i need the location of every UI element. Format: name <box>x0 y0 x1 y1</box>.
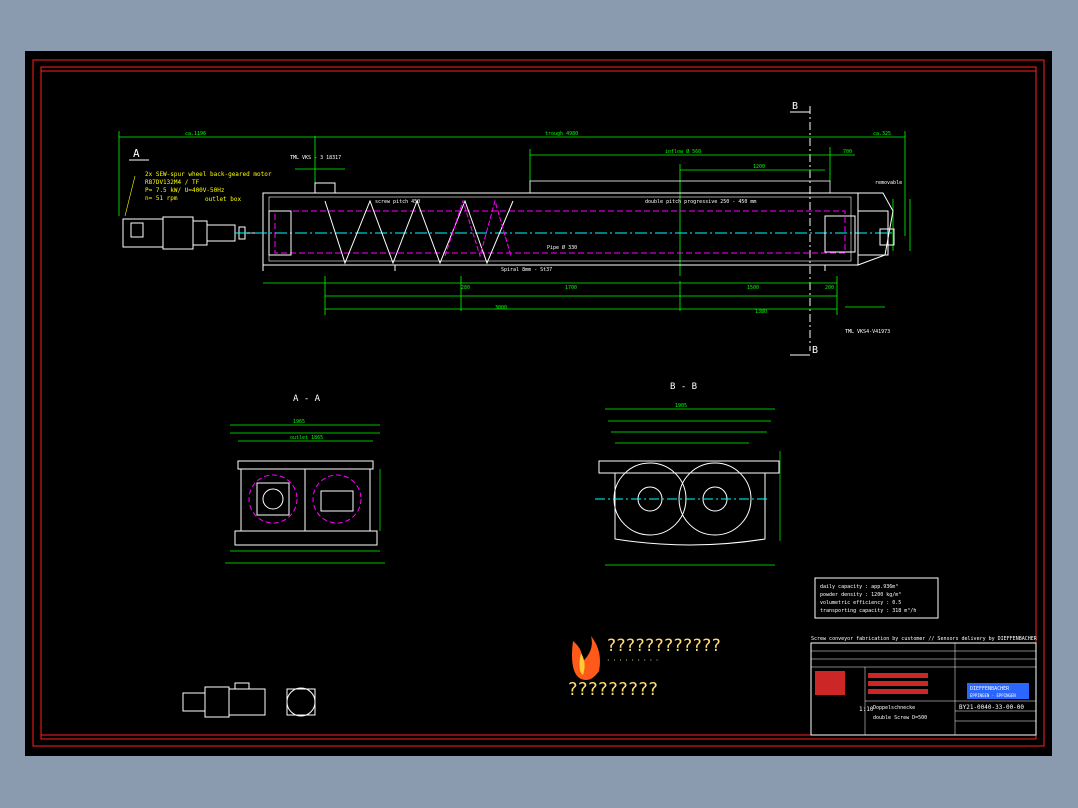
svg-text:B - B: B - B <box>670 382 697 392</box>
svg-text:R87DV132M4 / TF: R87DV132M4 / TF <box>145 179 200 186</box>
svg-text:3000: 3000 <box>495 305 507 311</box>
svg-text:double Screw D=500: double Screw D=500 <box>873 715 927 721</box>
section-marker-a: A <box>129 147 149 161</box>
svg-text:1965: 1965 <box>293 419 305 425</box>
svg-text:EPPINGEN · EPPINGEN: EPPINGEN · EPPINGEN <box>970 693 1016 698</box>
svg-text:n= 51 rpm: n= 51 rpm <box>145 195 178 202</box>
conveyor-labels: TML VKS - 3 18317 screw pitch 450 double… <box>290 155 902 335</box>
logo-title: ???????????? <box>607 636 722 656</box>
svg-text:TML VKS4-V41973: TML VKS4-V41973 <box>845 329 890 335</box>
svg-text:DIEFFENBACHER: DIEFFENBACHER <box>970 686 1010 692</box>
svg-text:inflow Ø 560: inflow Ø 560 <box>665 148 701 155</box>
dimension-texts: ca.1196 trough 4980 ca.325 inflow Ø 560 … <box>185 131 891 315</box>
conveyor-side-view <box>122 180 895 271</box>
section-view-bb: B - B 1905 <box>595 382 781 566</box>
svg-text:1380: 1380 <box>755 309 767 315</box>
svg-text:Doppelschnecke: Doppelschnecke <box>873 705 915 711</box>
logo-subtitle: · · · · · · · · · <box>607 656 659 665</box>
svg-text:removable: removable <box>875 180 902 186</box>
svg-text:ca.325: ca.325 <box>873 131 891 137</box>
svg-text:screw pitch 450: screw pitch 450 <box>375 199 420 205</box>
svg-text:volumetric efficiency : 0.5: volumetric efficiency : 0.5 <box>820 600 901 606</box>
svg-text:double pitch progressive 250 -: double pitch progressive 250 - 450 mm <box>645 199 756 205</box>
svg-text:transporting capacity : 318 m³: transporting capacity : 318 m³/h <box>820 608 916 614</box>
svg-text:A - A: A - A <box>293 394 321 404</box>
svg-text:B: B <box>792 101 798 112</box>
svg-text:2x SEW-spur wheel back-geared: 2x SEW-spur wheel back-geared motor <box>145 171 272 178</box>
section-marker-b: B B <box>790 101 818 356</box>
svg-text:ca.1196: ca.1196 <box>185 131 206 137</box>
svg-text:1500: 1500 <box>747 285 759 291</box>
svg-text:daily capacity : app.936m³: daily capacity : app.936m³ <box>820 584 898 590</box>
motor-detail <box>182 682 316 718</box>
svg-text:700: 700 <box>843 149 852 155</box>
svg-text:1700: 1700 <box>565 285 577 291</box>
spec-note-box: daily capacity : app.936m³ powder densit… <box>814 577 939 619</box>
svg-text:Pipe Ø 330: Pipe Ø 330 <box>547 244 577 251</box>
cad-drawing: B B A ca.1196 trough 4980 ca.325 <box>32 59 1045 747</box>
flame-logo <box>572 636 600 680</box>
svg-text:BY21-0040-33-00-00: BY21-0040-33-00-00 <box>959 704 1024 711</box>
svg-text:powder density : 1200 kg/m³: powder density : 1200 kg/m³ <box>820 592 901 598</box>
svg-text:P= 7.5 kW/ U=400V-50Hz: P= 7.5 kW/ U=400V-50Hz <box>145 187 225 194</box>
section-view-aa: A - A 1965 outlet 1865 <box>225 394 385 564</box>
svg-text:1905: 1905 <box>675 403 687 409</box>
svg-text:trough 4980: trough 4980 <box>545 131 578 137</box>
svg-text:1200: 1200 <box>753 164 765 170</box>
drawing-canvas[interactable]: B B A ca.1196 trough 4980 ca.325 <box>25 51 1052 756</box>
svg-text:1:10: 1:10 <box>859 706 874 713</box>
dimension-lines <box>118 131 911 315</box>
svg-text:TML VKS - 3 18317: TML VKS - 3 18317 <box>290 155 341 161</box>
title-block: Screw conveyor fabrication by customer /… <box>810 636 1038 736</box>
svg-text:B: B <box>812 345 818 356</box>
svg-text:280: 280 <box>461 285 470 291</box>
svg-text:A: A <box>133 147 140 160</box>
svg-text:outlet box: outlet box <box>205 196 242 203</box>
svg-text:outlet 1865: outlet 1865 <box>290 435 323 441</box>
svg-text:Screw conveyor fabrication by: Screw conveyor fabrication by customer /… <box>811 636 1038 642</box>
logo-bottom-text: ????????? <box>568 679 659 700</box>
svg-text:Spiral 8mm - St37: Spiral 8mm - St37 <box>501 267 552 273</box>
svg-text:200: 200 <box>825 285 834 291</box>
motor-note: 2x SEW-spur wheel back-geared motor R87D… <box>124 171 272 217</box>
